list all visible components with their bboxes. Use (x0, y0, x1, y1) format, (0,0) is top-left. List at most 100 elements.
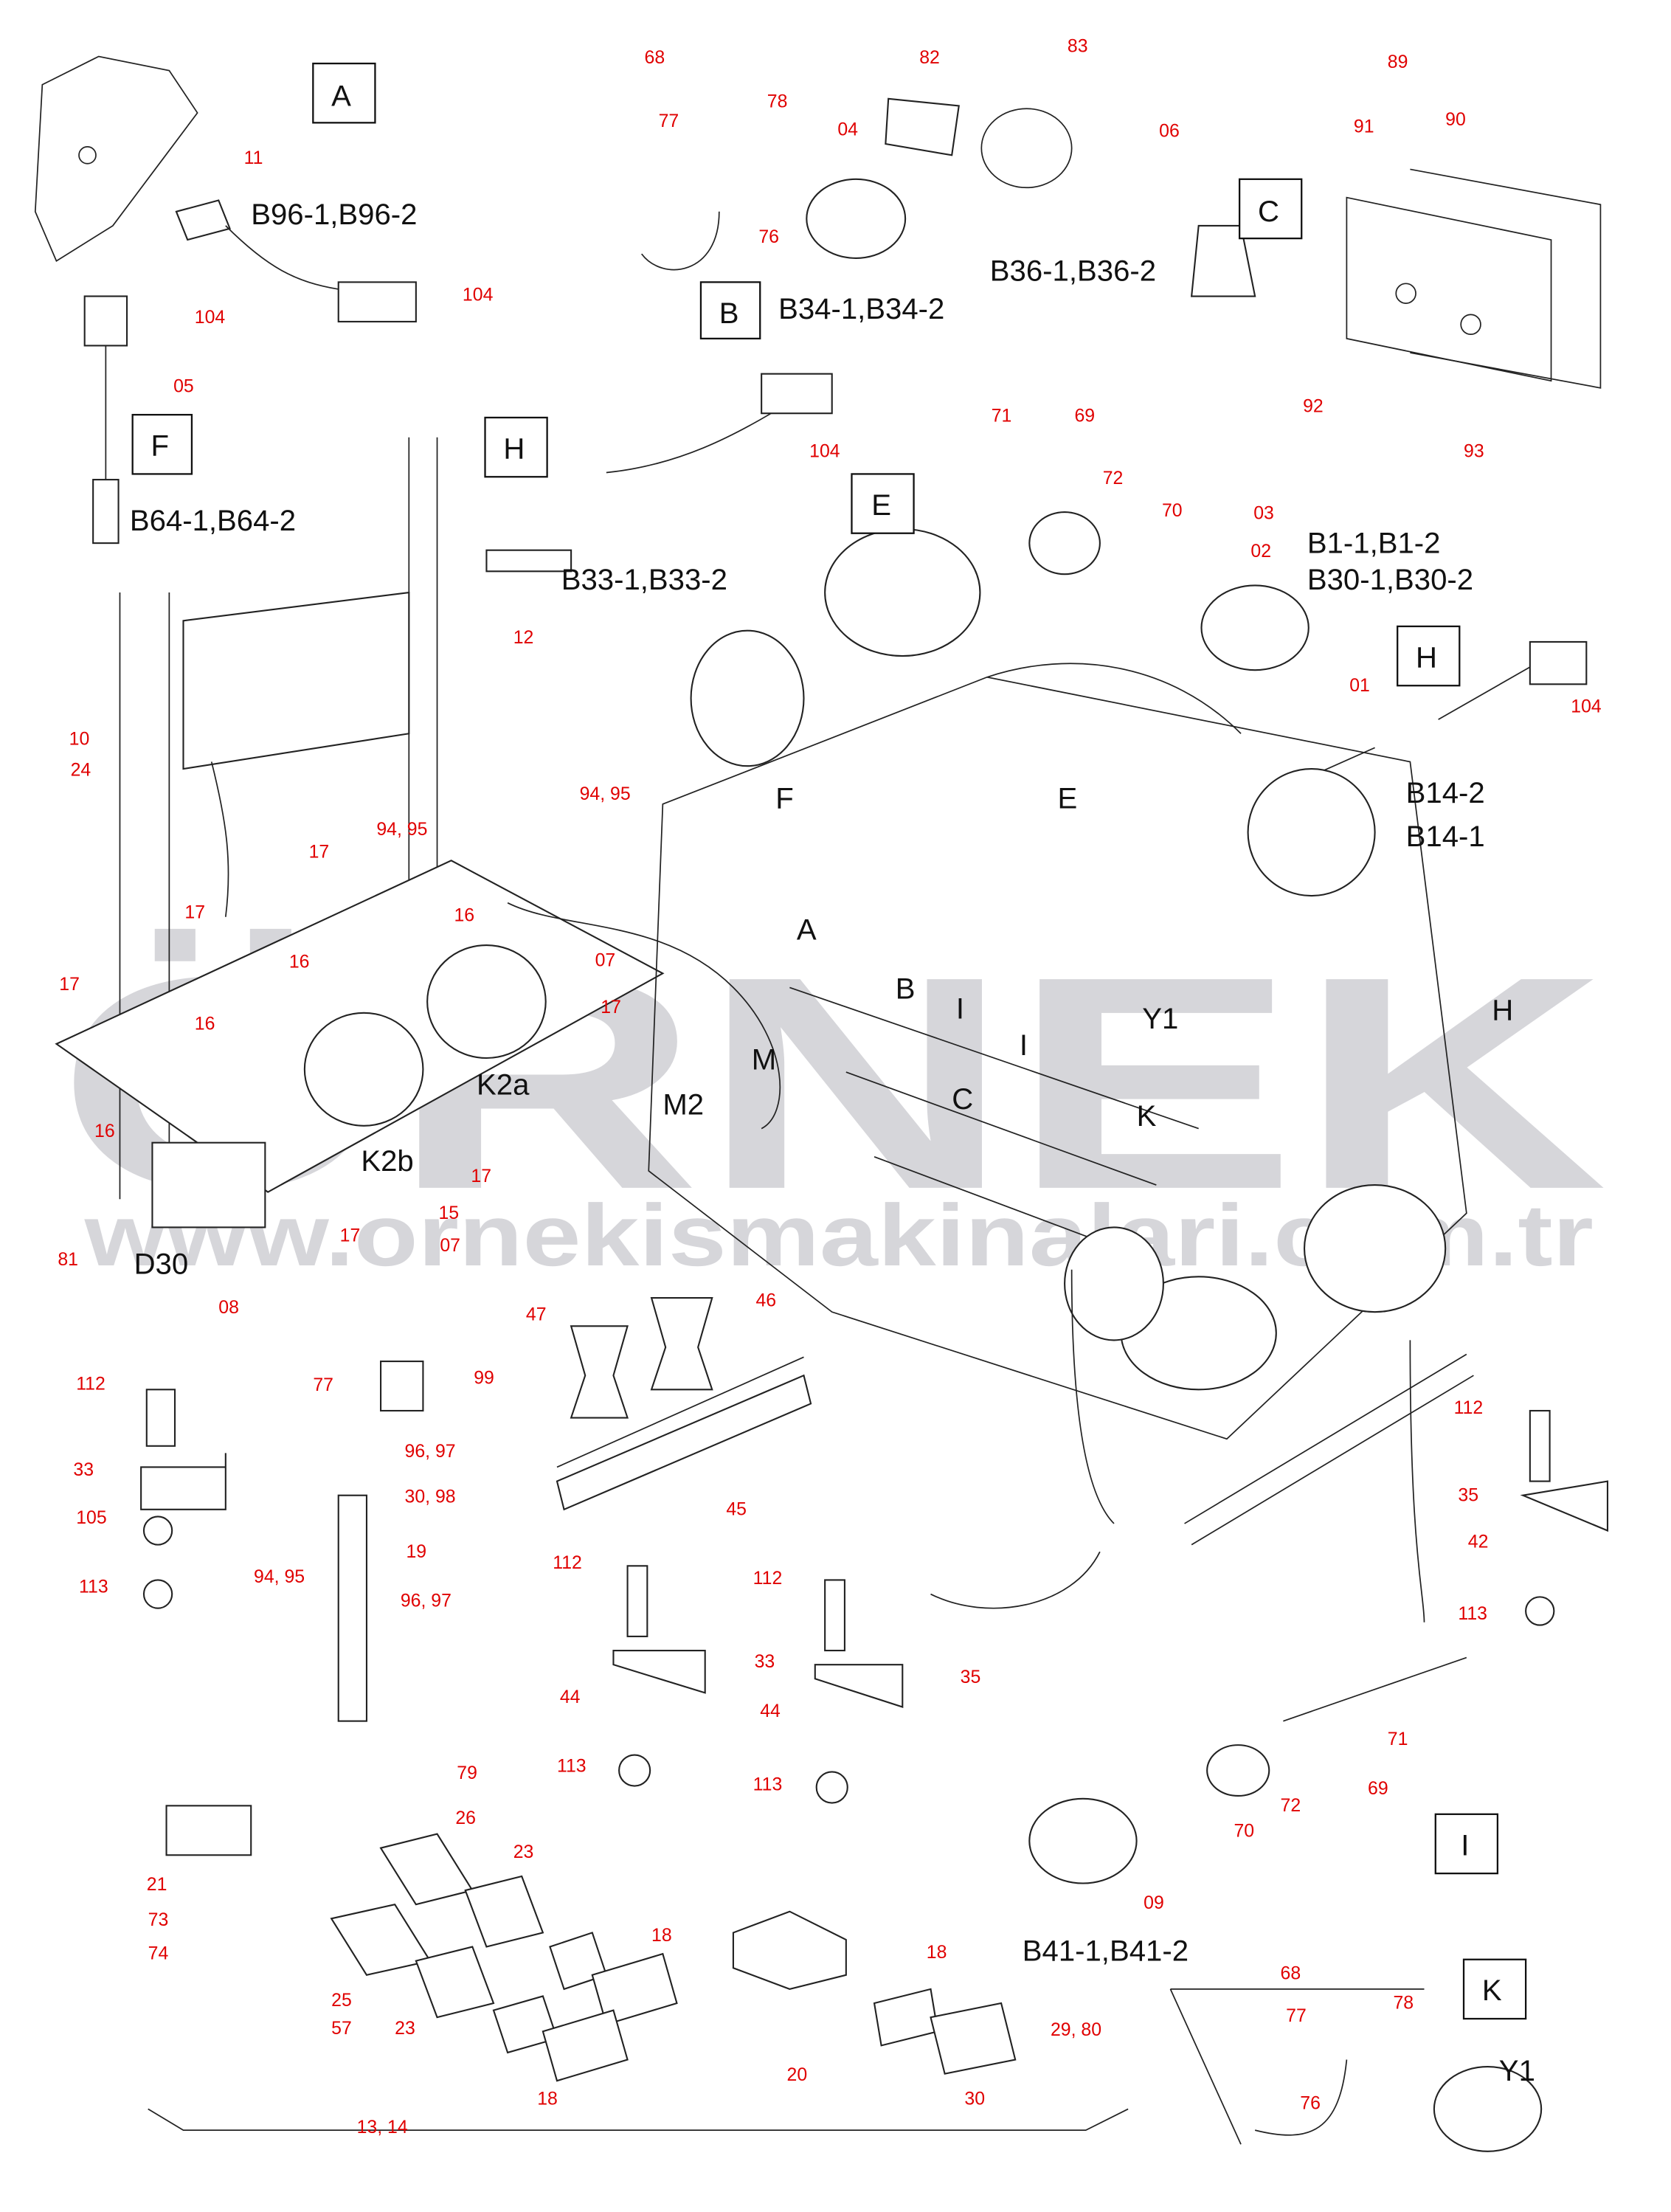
callout-number: 21 (147, 1875, 167, 1895)
callout-number: 104 (809, 441, 840, 461)
solenoid-y1 (1433, 2066, 1543, 2152)
callout-number: 19 (406, 1542, 426, 1562)
callout-number: 18 (927, 1943, 947, 1963)
callout-number: 77 (313, 1375, 333, 1395)
callout-number: 26 (455, 1808, 476, 1828)
callout-number: 02 (1250, 542, 1271, 561)
engine-pointer-label: I (956, 992, 964, 1025)
callout-number: 112 (753, 1569, 783, 1589)
callout-number: 44 (560, 1687, 581, 1707)
callout-number: 76 (758, 227, 779, 247)
callout-number: 06 (1159, 121, 1180, 141)
callout-number: 113 (1458, 1604, 1487, 1624)
engine-pointer-label: F (775, 782, 794, 815)
clamp-46 (650, 1296, 713, 1391)
designator-labels: B96-1,B96-2B34-1,B34-2B36-1,B36-2B64-1,B… (130, 198, 1535, 2087)
view-label-f: F (151, 429, 170, 463)
designator-label: D30 (134, 1248, 189, 1281)
callout-number: 23 (513, 1842, 534, 1862)
view-label-h: H (503, 432, 525, 465)
engine-pointer-label: A (797, 913, 817, 946)
callout-number: 10 (69, 730, 90, 750)
callout-number: 23 (395, 2019, 415, 2039)
callout-number: 16 (195, 1015, 215, 1034)
callout-number: 16 (454, 906, 474, 926)
tee-fitting-20 (732, 1910, 847, 1991)
callout-number: 113 (753, 1774, 783, 1794)
callout-number: 78 (767, 91, 788, 111)
callout-number: 47 (526, 1305, 547, 1325)
callout-number: 94, 95 (580, 784, 631, 804)
designator-label: K2b (361, 1144, 413, 1178)
rail-45 (556, 1374, 812, 1511)
callout-number: 72 (1281, 1796, 1301, 1816)
callout-number: 104 (463, 285, 494, 305)
callout-number: 90 (1445, 110, 1466, 130)
callout-number: 09 (1144, 1893, 1164, 1913)
callout-number: 03 (1253, 504, 1274, 524)
callout-number: 07 (440, 1236, 460, 1256)
view-label-a: A (331, 79, 351, 112)
callout-number: 13, 14 (357, 2118, 408, 2137)
callout-number: 44 (760, 1701, 781, 1721)
callout-number: 18 (537, 2090, 558, 2109)
callout-number: 45 (726, 1499, 747, 1519)
callout-number: 71 (1388, 1729, 1408, 1749)
callout-number: 94, 95 (254, 1567, 305, 1587)
engine-assembly (507, 528, 1474, 1622)
engine-pointer-label: H (1492, 993, 1513, 1026)
view-label-c: C (1258, 195, 1279, 228)
callout-number: 69 (1074, 407, 1095, 426)
callout-number: 76 (1300, 2093, 1321, 2113)
callout-number: 16 (289, 953, 310, 972)
callout-number: 69 (1368, 1779, 1388, 1799)
callout-number: 96, 97 (405, 1442, 456, 1462)
engine-pointer-label: M2 (662, 1088, 704, 1121)
designator-label: B96-1,B96-2 (251, 198, 417, 231)
callout-number: 82 (919, 48, 940, 68)
clamp-47 (570, 1325, 629, 1419)
callout-number: 57 (331, 2019, 352, 2039)
callout-number: 15 (438, 1203, 459, 1223)
engine-pointer-label: I (1020, 1029, 1028, 1062)
callout-number: 16 (94, 1121, 115, 1141)
callout-number: 01 (1349, 676, 1370, 696)
view-label-e: E (871, 488, 891, 522)
callout-number: 72 (1103, 469, 1124, 488)
designator-label: B1-1,B1-2 (1307, 526, 1441, 559)
callout-number: 42 (1468, 1532, 1489, 1552)
callout-number: 79 (457, 1763, 477, 1783)
designator-label: B41-1,B41-2 (1023, 1935, 1189, 1968)
callout-number: 29, 80 (1051, 2020, 1101, 2040)
designator-label: B36-1,B36-2 (990, 254, 1156, 287)
part-drawings (34, 55, 1609, 2152)
callout-number: 91 (1354, 117, 1374, 137)
callout-number: 07 (595, 951, 616, 971)
callout-number: 35 (1458, 1485, 1478, 1505)
callout-number: 113 (557, 1756, 587, 1776)
engine-pointer-label: C (952, 1082, 973, 1116)
callout-number: 12 (513, 628, 534, 648)
callout-number: 81 (58, 1250, 78, 1270)
engine-pointer-label: Y1 (1142, 1002, 1178, 1035)
sensor-b34 (806, 178, 907, 259)
callout-number: 20 (787, 2065, 808, 2085)
callout-number: 17 (59, 975, 80, 995)
callout-number: 74 (148, 1944, 169, 1964)
callout-number: 104 (1571, 697, 1602, 717)
panel-frame (119, 437, 438, 1200)
callout-number: 08 (218, 1298, 239, 1318)
view-label-k: K (1482, 1974, 1502, 2007)
callout-number: 93 (1464, 441, 1484, 461)
callout-number: 77 (659, 111, 679, 131)
callout-number: 77 (1286, 2006, 1307, 2026)
callout-number: 92 (1303, 396, 1324, 416)
engine-pointer-label: M (752, 1043, 776, 1076)
callout-number: 73 (148, 1910, 169, 1930)
callout-number: 17 (471, 1167, 491, 1186)
designator-label: B14-2 (1406, 776, 1485, 809)
callout-number: 68 (645, 48, 665, 68)
callout-number: 104 (195, 308, 226, 328)
